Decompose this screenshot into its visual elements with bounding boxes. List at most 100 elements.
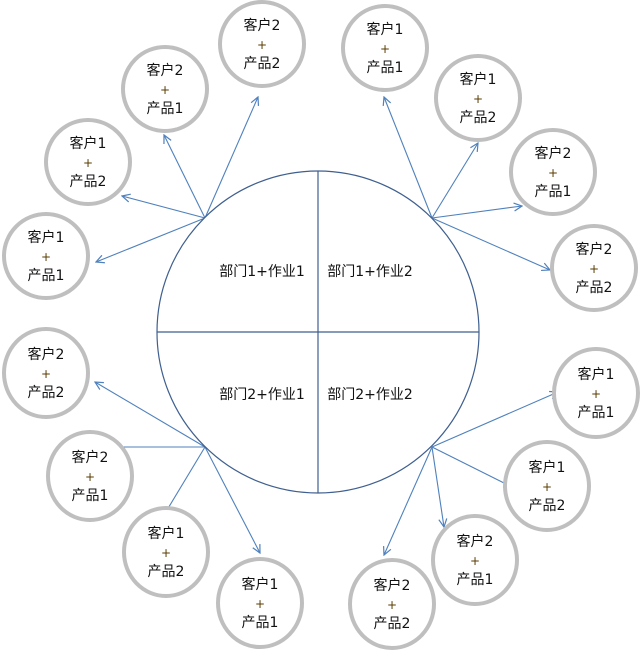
node-top-right: 客户1 + 产品1 <box>341 4 429 92</box>
node-circle <box>46 430 134 522</box>
node-plus: + <box>548 166 558 180</box>
node-plus: + <box>85 470 95 484</box>
node-product: 产品2 <box>460 110 497 126</box>
node-circle <box>550 224 638 312</box>
node-plus: + <box>589 262 599 276</box>
node-product: 产品1 <box>242 615 279 631</box>
node-plus: + <box>542 480 552 494</box>
arrow-bottom-left <box>204 446 260 553</box>
node-top-right: 客户2 + 产品1 <box>509 128 597 216</box>
node-product: 产品1 <box>147 101 184 117</box>
node-customer: 客户2 <box>244 17 281 34</box>
node-circle <box>341 4 429 92</box>
node-customer: 客户1 <box>529 459 566 476</box>
node-plus: + <box>41 250 51 264</box>
central-circle: 部门1+作业1 部门1+作业2 部门2+作业1 部门2+作业2 <box>156 170 480 494</box>
node-bottom-left: 客户2 + 产品2 <box>2 327 90 419</box>
node-product: 产品2 <box>529 498 566 514</box>
arrows <box>95 97 558 555</box>
node-customer: 客户2 <box>147 62 184 79</box>
node-product: 产品2 <box>576 280 613 296</box>
node-customer: 客户1 <box>578 366 615 383</box>
node-customer: 客户2 <box>535 145 572 162</box>
quadrant-label: 部门2+作业2 <box>327 387 413 403</box>
node-customer: 客户2 <box>28 346 65 363</box>
node-product: 产品1 <box>578 405 615 421</box>
node-plus: + <box>473 92 483 106</box>
arrow-top-right <box>431 206 522 219</box>
node-customer: 客户1 <box>242 576 279 593</box>
node-circle <box>2 327 90 419</box>
node-circle <box>431 514 519 606</box>
node-circle <box>218 0 306 88</box>
arrow-top-left <box>96 217 206 262</box>
node-product: 产品1 <box>72 488 109 504</box>
node-top-right: 客户1 + 产品2 <box>434 54 522 142</box>
node-product: 产品1 <box>28 268 65 284</box>
node-plus: + <box>255 597 265 611</box>
node-top-left: 客户2 + 产品1 <box>121 45 209 133</box>
node-bottom-right: 客户2 + 产品2 <box>348 558 436 650</box>
node-bottom-left: 客户1 + 产品1 <box>216 557 304 649</box>
node-circle <box>122 506 210 598</box>
node-plus: + <box>257 38 267 52</box>
node-circle <box>503 440 591 532</box>
node-plus: + <box>160 83 170 97</box>
node-plus: + <box>380 42 390 56</box>
node-product: 产品2 <box>148 564 185 580</box>
node-product: 产品2 <box>28 385 65 401</box>
arrow-top-left <box>164 135 206 219</box>
quadrant-label: 部门2+作业1 <box>219 387 305 403</box>
node-bottom-left: 客户2 + 产品1 <box>46 430 134 522</box>
node-plus: + <box>161 546 171 560</box>
node-product: 产品1 <box>367 60 404 76</box>
node-product: 产品1 <box>457 572 494 588</box>
node-circle <box>121 45 209 133</box>
arrow-bottom-right <box>431 392 558 448</box>
node-circle <box>348 558 436 650</box>
arrow-top-right <box>431 217 550 270</box>
node-plus: + <box>83 156 93 170</box>
node-top-left: 客户1 + 产品2 <box>44 118 132 206</box>
quadrant-label: 部门1+作业2 <box>327 264 413 280</box>
node-customer: 客户1 <box>148 525 185 542</box>
node-circle <box>434 54 522 142</box>
arrow-top-left <box>204 97 258 219</box>
node-customer: 客户1 <box>70 135 107 152</box>
node-product: 产品2 <box>70 174 107 190</box>
node-top-left: 客户2 + 产品2 <box>218 0 306 88</box>
arrow-bottom-right <box>384 446 433 555</box>
node-customer: 客户2 <box>374 577 411 594</box>
arrow-bottom-right <box>431 446 512 487</box>
node-circle <box>552 347 640 439</box>
node-top-left: 客户1+产品1 <box>2 212 90 300</box>
node-bottom-right: 客户1 + 产品1 <box>552 347 640 439</box>
arrow-top-left <box>122 196 206 219</box>
node-customer: 客户1 <box>367 21 404 38</box>
arrow-bottom-left <box>95 382 206 448</box>
node-bottom-right: 客户2 + 产品1 <box>431 514 519 606</box>
node-product: 产品2 <box>244 56 281 72</box>
node-circle <box>44 118 132 206</box>
node-product: 产品2 <box>374 616 411 632</box>
node-customer: 客户2 <box>576 241 613 258</box>
node-plus: + <box>387 598 397 612</box>
node-customer: 客户2 <box>457 533 494 550</box>
arrow-top-right <box>431 143 478 219</box>
node-customer: 客户2 <box>72 449 109 466</box>
quadrant-label: 部门1+作业1 <box>219 264 305 280</box>
node-circle <box>216 557 304 649</box>
node-customer: 客户1 <box>460 71 497 88</box>
node-product: 产品1 <box>535 184 572 200</box>
node-plus: + <box>591 387 601 401</box>
node-plus: + <box>41 367 51 381</box>
node-circle <box>509 128 597 216</box>
node-plus: + <box>470 554 480 568</box>
arrow-top-right <box>384 97 433 219</box>
node-top-right: 客户2 + 产品2 <box>550 224 638 312</box>
node-bottom-right: 客户1 + 产品2 <box>503 440 591 532</box>
node-bottom-left: 客户1 + 产品2 <box>122 506 210 598</box>
